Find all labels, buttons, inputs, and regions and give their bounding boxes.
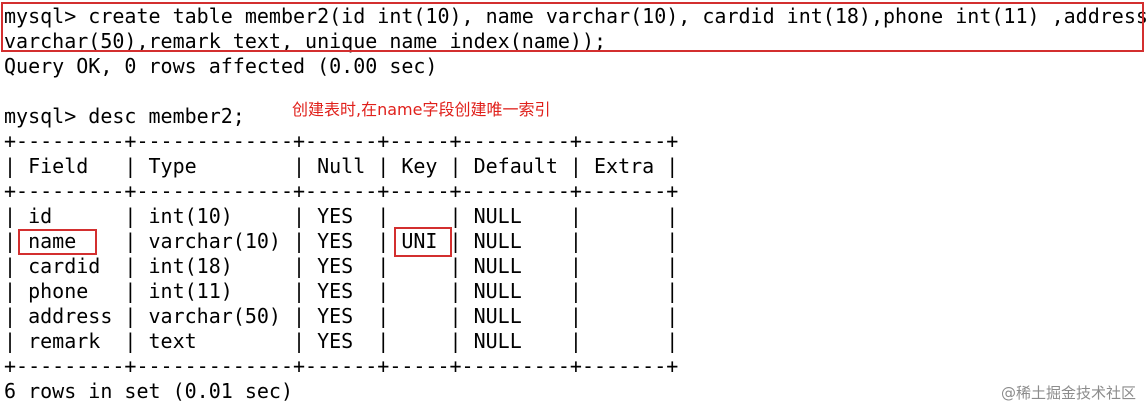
table-row: | remark | text | YES | | NULL | | (4, 329, 679, 353)
command-line-1: mysql> create table member2(id int(10), … (4, 4, 1148, 28)
table-row: | phone | int(11) | YES | | NULL | | (4, 279, 679, 303)
command-line-2: varchar(50),remark text, unique name ind… (4, 29, 607, 53)
table-row: | cardid | int(18) | YES | | NULL | | (4, 254, 679, 278)
table-border-mid: +---------+-------------+------+-----+--… (4, 179, 679, 203)
desc-command: mysql> desc member2; (4, 104, 245, 128)
table-row: | name | varchar(10) | YES | UNI | NULL … (4, 229, 679, 253)
table-border-bottom: +---------+-------------+------+-----+--… (4, 354, 679, 378)
annotation-note: 创建表时,在name字段创建唯一索引 (292, 100, 551, 119)
table-row: | id | int(10) | YES | | NULL | | (4, 204, 679, 228)
table-row: | address | varchar(50) | YES | | NULL |… (4, 304, 679, 328)
result-summary: 6 rows in set (0.01 sec) (4, 379, 293, 403)
watermark-label: @稀土掘金技术社区 (1000, 384, 1136, 402)
watermark-text: @稀土掘金技术社区 (1001, 384, 1136, 402)
table-border-top: +---------+-------------+------+-----+--… (4, 129, 679, 153)
table-header: | Field | Type | Null | Key | Default | … (4, 154, 679, 178)
query-result: Query OK, 0 rows affected (0.00 sec) (4, 54, 438, 78)
